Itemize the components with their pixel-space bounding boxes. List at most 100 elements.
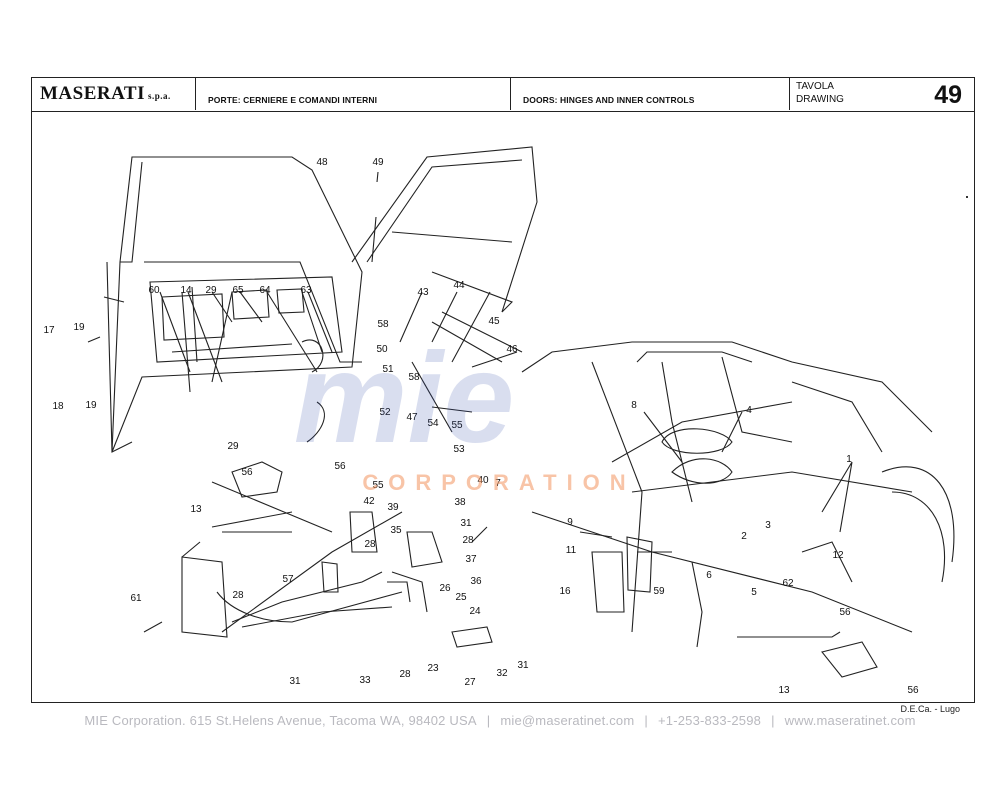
callout-28d: 28 [399, 669, 411, 680]
callout-33: 35 [390, 525, 402, 536]
callout-48: 48 [316, 157, 328, 168]
callout-52: 52 [379, 407, 391, 418]
watermark-logo: mie [294, 327, 515, 470]
callout-5: 5 [751, 587, 757, 598]
callout-56a: 56 [334, 461, 346, 472]
watermark-tagline: CORPORATION [362, 470, 635, 495]
callout-13a: 13 [190, 504, 202, 515]
tavola-label: TAVOLA [796, 81, 834, 92]
footer-website-link[interactable]: www.maseratinet.com [784, 713, 916, 728]
callout-28a: 28 [232, 590, 244, 601]
brand-suffix: s.p.a. [148, 91, 171, 101]
footer-email-link[interactable]: mie@maseratinet.com [500, 713, 635, 728]
callout-49: 49 [372, 157, 384, 168]
callout-35: 37 [465, 554, 477, 565]
title-english: DOORS: HINGES AND INNER CONTROLS [523, 95, 695, 105]
watermark: mie CORPORATION [294, 327, 635, 495]
callout-labels: 48 49 60 14 29 65 64 63 43 44 45 46 58 5… [43, 157, 919, 696]
callout-12: 12 [832, 550, 844, 561]
callout-31a: 31 [460, 518, 472, 529]
callout-1: 1 [846, 454, 852, 465]
footer-separator: | [771, 713, 775, 728]
callout-28b: 28 [462, 535, 474, 546]
callout-42: 44 [453, 280, 465, 291]
footer-phone: +1-253-833-2598 [657, 713, 762, 728]
callout-7: 7 [495, 478, 501, 489]
callout-27: 31 [289, 676, 301, 687]
callout-34: 36 [470, 576, 482, 587]
brand-text: MASERATI [40, 83, 145, 104]
title-english-cell: DOORS: HINGES AND INNER CONTROLS [511, 78, 790, 110]
callout-21: 24 [469, 606, 481, 617]
callout-36: 38 [454, 497, 466, 508]
callout-64: 64 [259, 285, 271, 296]
callout-6: 6 [706, 570, 712, 581]
callout-10: 11 [566, 545, 577, 556]
drafting-credit: D.E.Ca. - Lugo [900, 704, 960, 714]
drawing-number-cell: TAVOLA DRAWING 49 [790, 78, 976, 110]
callout-57: 57 [282, 574, 294, 585]
callout-51: 51 [382, 364, 394, 375]
callout-58b: 58 [408, 372, 420, 383]
callout-3: 3 [765, 520, 771, 531]
callout-62: 60 [148, 285, 160, 296]
callout-59: 59 [653, 586, 665, 597]
callout-2: 2 [741, 531, 747, 542]
line-art [87, 146, 955, 678]
stray-mark [966, 196, 968, 198]
callout-19a: 19 [73, 322, 85, 333]
drawing-number: 49 [934, 81, 962, 109]
callout-54: 55 [372, 480, 384, 491]
callout-37: 39 [387, 502, 399, 513]
callout-43: 45 [488, 316, 500, 327]
callout-55a: 56 [241, 467, 253, 478]
callout-24: 27 [464, 677, 476, 688]
callout-25: 31 [517, 660, 529, 671]
callout-46: 54 [427, 418, 439, 429]
footer-address: MIE Corporation. 615 St.Helens Avenue, T… [84, 713, 477, 728]
callout-20: 23 [427, 663, 439, 674]
callout-19b: 19 [85, 400, 97, 411]
callout-61: 61 [130, 593, 142, 604]
callout-22: 25 [455, 592, 467, 603]
callout-17: 17 [43, 325, 55, 336]
exploded-parts-diagram: 48 49 60 14 29 65 64 63 43 44 45 46 58 5… [43, 146, 955, 696]
callout-18: 18 [52, 401, 64, 412]
footer-separator: | [486, 713, 491, 728]
callout-29a: 29 [205, 285, 217, 296]
title-italian: PORTE: CERNIERE E COMANDI INTERNI [208, 95, 378, 105]
callout-45: 47 [406, 412, 418, 423]
callout-47: 55 [451, 420, 463, 431]
callout-13b: 13 [778, 685, 790, 696]
callout-60: 62 [782, 578, 794, 589]
callout-29b: 29 [227, 441, 239, 452]
callout-28c: 28 [364, 539, 376, 550]
callout-16: 16 [559, 586, 571, 597]
callout-4: 4 [746, 405, 752, 416]
callout-31b: 33 [359, 675, 371, 686]
drawing-label: DRAWING [796, 94, 844, 105]
callout-58a: 58 [377, 319, 389, 330]
callout-26: 32 [496, 668, 508, 679]
callout-23: 26 [439, 583, 451, 594]
callout-56b: 56 [839, 607, 851, 618]
callout-38: 40 [477, 475, 489, 486]
footer-separator: | [644, 713, 648, 728]
callout-14: 14 [180, 285, 192, 296]
hinge-bracket [591, 551, 625, 613]
callout-53: 53 [453, 444, 465, 455]
door-lock-mechanism [181, 556, 228, 638]
callout-8: 8 [631, 400, 637, 411]
callout-63: 63 [300, 285, 312, 296]
callout-55b: 56 [907, 685, 919, 696]
callout-40: 42 [363, 496, 375, 507]
callout-65: 65 [232, 285, 244, 296]
callout-41: 43 [417, 287, 429, 298]
callout-50: 50 [376, 344, 388, 355]
callout-44: 46 [506, 344, 518, 355]
footer-contact: MIE Corporation. 615 St.Helens Avenue, T… [0, 713, 1000, 728]
